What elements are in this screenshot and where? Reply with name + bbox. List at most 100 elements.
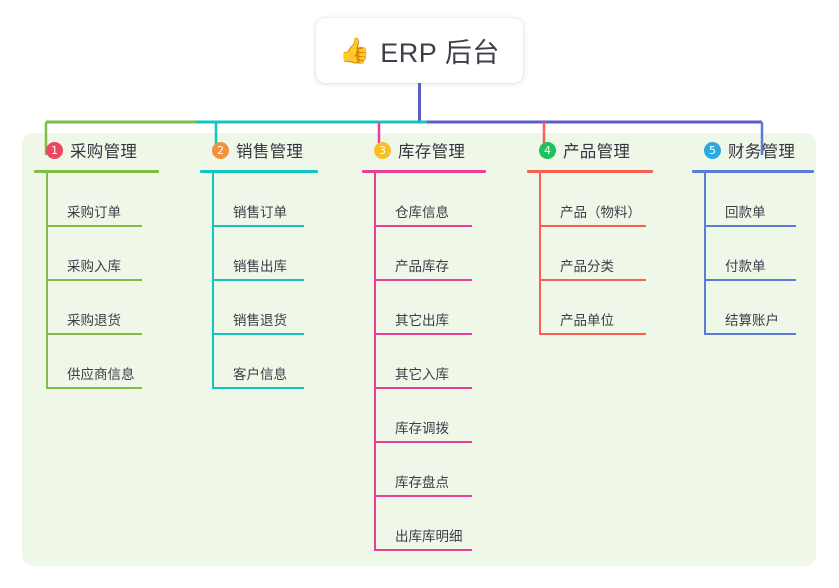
- root-node-title: ERP 后台: [380, 38, 500, 68]
- branch-title-5: 财务管理: [728, 143, 796, 161]
- branch-title-4: 产品管理: [563, 143, 631, 161]
- leaf-rule: [539, 333, 646, 335]
- leaf-rule: [212, 279, 304, 281]
- branch-body-4: 产品（物料） 产品分类产品单位: [527, 173, 702, 335]
- leaf-node[interactable]: 其它出库: [362, 281, 547, 335]
- leaf-node[interactable]: 采购订单: [34, 173, 204, 227]
- branch-rule-2: [200, 170, 318, 173]
- leaf-rule: [46, 225, 142, 227]
- leaf-label: 销售退货: [233, 313, 287, 328]
- branch-header-3[interactable]: 3 库存管理: [362, 133, 547, 167]
- branch-header-2[interactable]: 2 销售管理: [200, 133, 370, 167]
- leaf-node[interactable]: 付款单: [692, 227, 839, 281]
- branch-spine-1: [46, 173, 48, 389]
- leaf-label: 回款单: [725, 205, 766, 220]
- branch-rule-1: [34, 170, 159, 173]
- branch-badge-5: 5: [704, 141, 721, 159]
- branch-spine-2: [212, 173, 214, 389]
- leaf-node[interactable]: 出库库明细: [362, 497, 547, 551]
- branch-badge-1: 1: [46, 141, 63, 159]
- leaf-node[interactable]: 产品分类: [527, 227, 702, 281]
- root-node-card[interactable]: 👍 ERP 后台: [316, 18, 523, 83]
- leaf-rule: [212, 225, 304, 227]
- leaf-node[interactable]: 客户信息: [200, 335, 370, 389]
- branch-body-2: 销售订单销售出库销售退货客户信息: [200, 173, 370, 389]
- branch-title-2: 销售管理: [236, 143, 304, 161]
- leaf-node[interactable]: 产品单位: [527, 281, 702, 335]
- leaf-node[interactable]: 回款单: [692, 173, 839, 227]
- leaf-node[interactable]: 产品库存: [362, 227, 547, 281]
- leaf-label: 产品分类: [560, 259, 614, 274]
- leaf-label: 库存盘点: [395, 475, 449, 490]
- leaf-node[interactable]: 采购退货: [34, 281, 204, 335]
- leaf-rule: [374, 279, 472, 281]
- leaf-rule: [539, 279, 646, 281]
- leaf-rule: [374, 225, 472, 227]
- leaf-rule: [704, 225, 796, 227]
- thumbs-up-icon: 👍: [339, 36, 371, 65]
- leaf-rule: [46, 279, 142, 281]
- branch-title-1: 采购管理: [70, 143, 138, 161]
- leaf-label: 库存调拨: [395, 421, 449, 436]
- leaf-label: 销售订单: [233, 205, 287, 220]
- branch-column-5: 5 财务管理回款单付款单结算账户: [692, 133, 839, 335]
- leaf-node[interactable]: 仓库信息: [362, 173, 547, 227]
- leaf-label: 采购入库: [67, 259, 121, 274]
- leaf-node[interactable]: 采购入库: [34, 227, 204, 281]
- leaf-rule: [374, 333, 472, 335]
- branch-body-1: 采购订单采购入库采购退货供应商信息: [34, 173, 204, 389]
- branch-column-2: 2 销售管理销售订单销售出库销售退货客户信息: [200, 133, 370, 389]
- leaf-node[interactable]: 库存盘点: [362, 443, 547, 497]
- branch-header-1[interactable]: 1 采购管理: [34, 133, 204, 167]
- branch-body-5: 回款单付款单结算账户: [692, 173, 839, 335]
- leaf-label: 产品（物料）: [560, 205, 641, 220]
- branch-title-3: 库存管理: [398, 143, 466, 161]
- leaf-rule: [212, 333, 304, 335]
- leaf-node[interactable]: 结算账户: [692, 281, 839, 335]
- branch-badge-2: 2: [212, 141, 229, 159]
- branch-body-3: 仓库信息产品库存其它出库其它入库库存调拨库存盘点出库库明细: [362, 173, 547, 551]
- branch-badge-4: 4: [539, 141, 556, 159]
- leaf-label: 仓库信息: [395, 205, 449, 220]
- branch-spine-4: [539, 173, 541, 335]
- leaf-node[interactable]: 销售出库: [200, 227, 370, 281]
- leaf-label: 付款单: [725, 259, 766, 274]
- leaf-rule: [46, 333, 142, 335]
- branch-column-1: 1 采购管理采购订单采购入库采购退货供应商信息: [34, 133, 204, 389]
- leaf-node[interactable]: 其它入库: [362, 335, 547, 389]
- diagram-panel: [22, 133, 816, 566]
- branch-header-5[interactable]: 5 财务管理: [692, 133, 839, 167]
- leaf-label: 销售出库: [233, 259, 287, 274]
- branch-rule-5: [692, 170, 814, 173]
- branch-rule-4: [527, 170, 653, 173]
- branch-header-4[interactable]: 4 产品管理: [527, 133, 702, 167]
- branch-columns: 1 采购管理采购订单采购入库采购退货供应商信息 2 销售管理销售订单销售出库销售退货客…: [22, 133, 816, 566]
- leaf-rule: [374, 441, 472, 443]
- leaf-label: 采购订单: [67, 205, 121, 220]
- leaf-label: 采购退货: [67, 313, 121, 328]
- leaf-label: 产品库存: [395, 259, 449, 274]
- leaf-label: 供应商信息: [67, 367, 135, 382]
- leaf-label: 结算账户: [725, 313, 779, 328]
- leaf-label: 客户信息: [233, 367, 287, 382]
- leaf-node[interactable]: 库存调拨: [362, 389, 547, 443]
- branch-badge-3: 3: [374, 141, 391, 159]
- leaf-node[interactable]: 供应商信息: [34, 335, 204, 389]
- leaf-rule: [374, 495, 472, 497]
- leaf-label: 其它出库: [395, 313, 449, 328]
- branch-column-3: 3 库存管理仓库信息产品库存其它出库其它入库库存调拨库存盘点出库库明细: [362, 133, 547, 551]
- leaf-node[interactable]: 产品（物料）: [527, 173, 702, 227]
- leaf-node[interactable]: 销售退货: [200, 281, 370, 335]
- leaf-rule: [374, 387, 472, 389]
- branch-column-4: 4 产品管理产品（物料） 产品分类产品单位: [527, 133, 702, 335]
- leaf-rule: [46, 387, 142, 389]
- leaf-label: 产品单位: [560, 313, 614, 328]
- leaf-node[interactable]: 销售订单: [200, 173, 370, 227]
- leaf-label: 其它入库: [395, 367, 449, 382]
- branch-spine-5: [704, 173, 706, 335]
- leaf-label: 出库库明细: [395, 529, 463, 544]
- leaf-rule: [539, 225, 646, 227]
- leaf-rule: [704, 279, 796, 281]
- leaf-rule: [212, 387, 304, 389]
